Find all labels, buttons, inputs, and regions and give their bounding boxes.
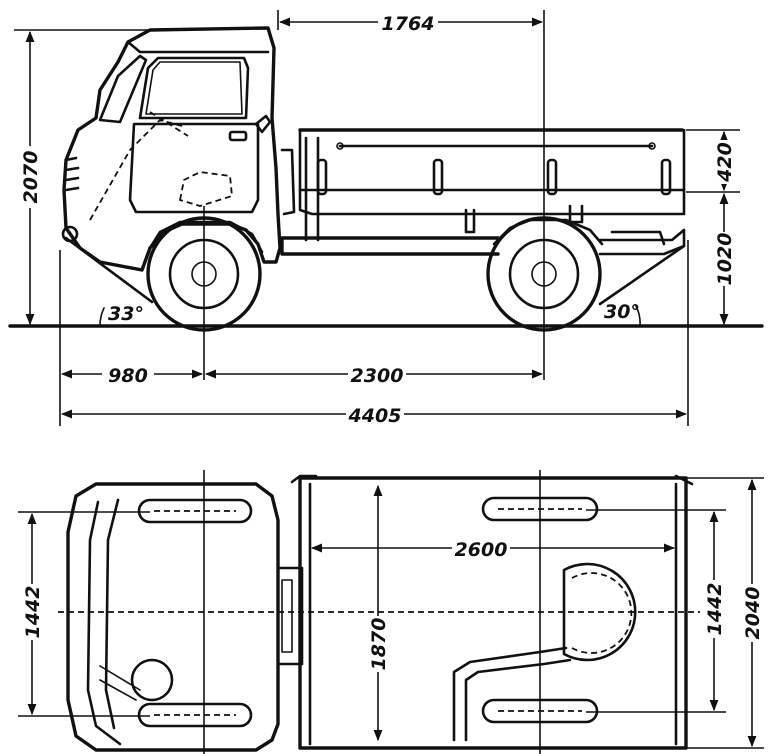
departure-angle-line: [598, 244, 686, 306]
cab-rear-panel: [280, 148, 296, 216]
departure-angle-label: 30°: [604, 301, 640, 323]
cab-top-hood-line: [104, 498, 120, 730]
door-handle: [228, 130, 248, 142]
stake-2: [432, 158, 444, 196]
bed-front-hook: [290, 474, 318, 484]
dim-label-1020: 1020: [714, 233, 736, 286]
rear-chassis: [598, 228, 686, 256]
cab-bed-connector: [276, 566, 304, 666]
dim-label-420: 420: [714, 142, 736, 183]
rear-left-tire-top: [481, 496, 599, 522]
cab-top-outline: [66, 482, 280, 752]
steering-column: [89, 118, 183, 221]
dim-label-1442-rear: 1442: [704, 583, 726, 636]
exhaust-pipe: [452, 646, 572, 742]
cargo-bed-lower: [298, 188, 686, 216]
departure-angle-arc: [635, 305, 641, 327]
approach-angle-line: [64, 236, 154, 304]
seat-outline: [178, 171, 233, 207]
dim-label-2070: 2070: [20, 151, 42, 204]
steering-wheel-side: [149, 111, 189, 137]
top-view: 1442 2600 1870 1442 2040: [18, 470, 766, 754]
dim-label-2040: 2040: [742, 587, 764, 640]
cargo-bed-upper: [298, 128, 686, 192]
side-view: 1764 2070 420 1020 33° 30° 980 2300 4405: [8, 10, 764, 427]
dim-label-2600: 2600: [455, 539, 508, 561]
door-window-inner: [145, 61, 243, 115]
approach-angle-arc: [99, 307, 105, 327]
spare-wheel-dashed: [571, 572, 633, 654]
bed-hanger-1: [464, 208, 476, 234]
approach-angle-label: 33°: [108, 303, 144, 325]
steering-link: [99, 665, 141, 701]
front-left-tire-top: [137, 498, 253, 524]
dim-label-4405: 4405: [348, 405, 402, 427]
rear-fender: [492, 218, 604, 246]
side-mirror: [254, 114, 272, 134]
front-right-tire-top: [137, 702, 253, 728]
steering-wheel-top: [130, 658, 174, 702]
stake-4: [660, 158, 672, 196]
stake-3: [546, 158, 558, 196]
dim-label-1870: 1870: [368, 618, 390, 671]
dim-label-2300: 2300: [351, 365, 404, 387]
spare-bracket: [610, 230, 666, 246]
handrail-end-right: [648, 142, 656, 150]
windshield: [98, 54, 148, 124]
handrail-end-left: [336, 142, 344, 150]
bed-rear-hook: [674, 474, 694, 486]
front-bed-post: [304, 136, 320, 242]
front-grille: [64, 156, 80, 192]
cab-top-roof-inner: [86, 500, 122, 746]
chassis-frame: [280, 236, 500, 256]
dim-label-1442-front: 1442: [22, 586, 44, 639]
cab-door: [128, 122, 260, 214]
front-fender: [148, 220, 264, 254]
dim-label-980: 980: [108, 365, 148, 387]
cargo-bed-top-outline: [298, 476, 688, 750]
bed-hanger-2: [568, 204, 584, 224]
connector-inner: [281, 579, 293, 653]
spare-wheel-top: [562, 562, 637, 662]
door-window: [138, 56, 250, 120]
rear-right-tire-top: [481, 698, 599, 724]
cab-roof: [126, 40, 270, 54]
dim-label-1764: 1764: [382, 13, 435, 35]
